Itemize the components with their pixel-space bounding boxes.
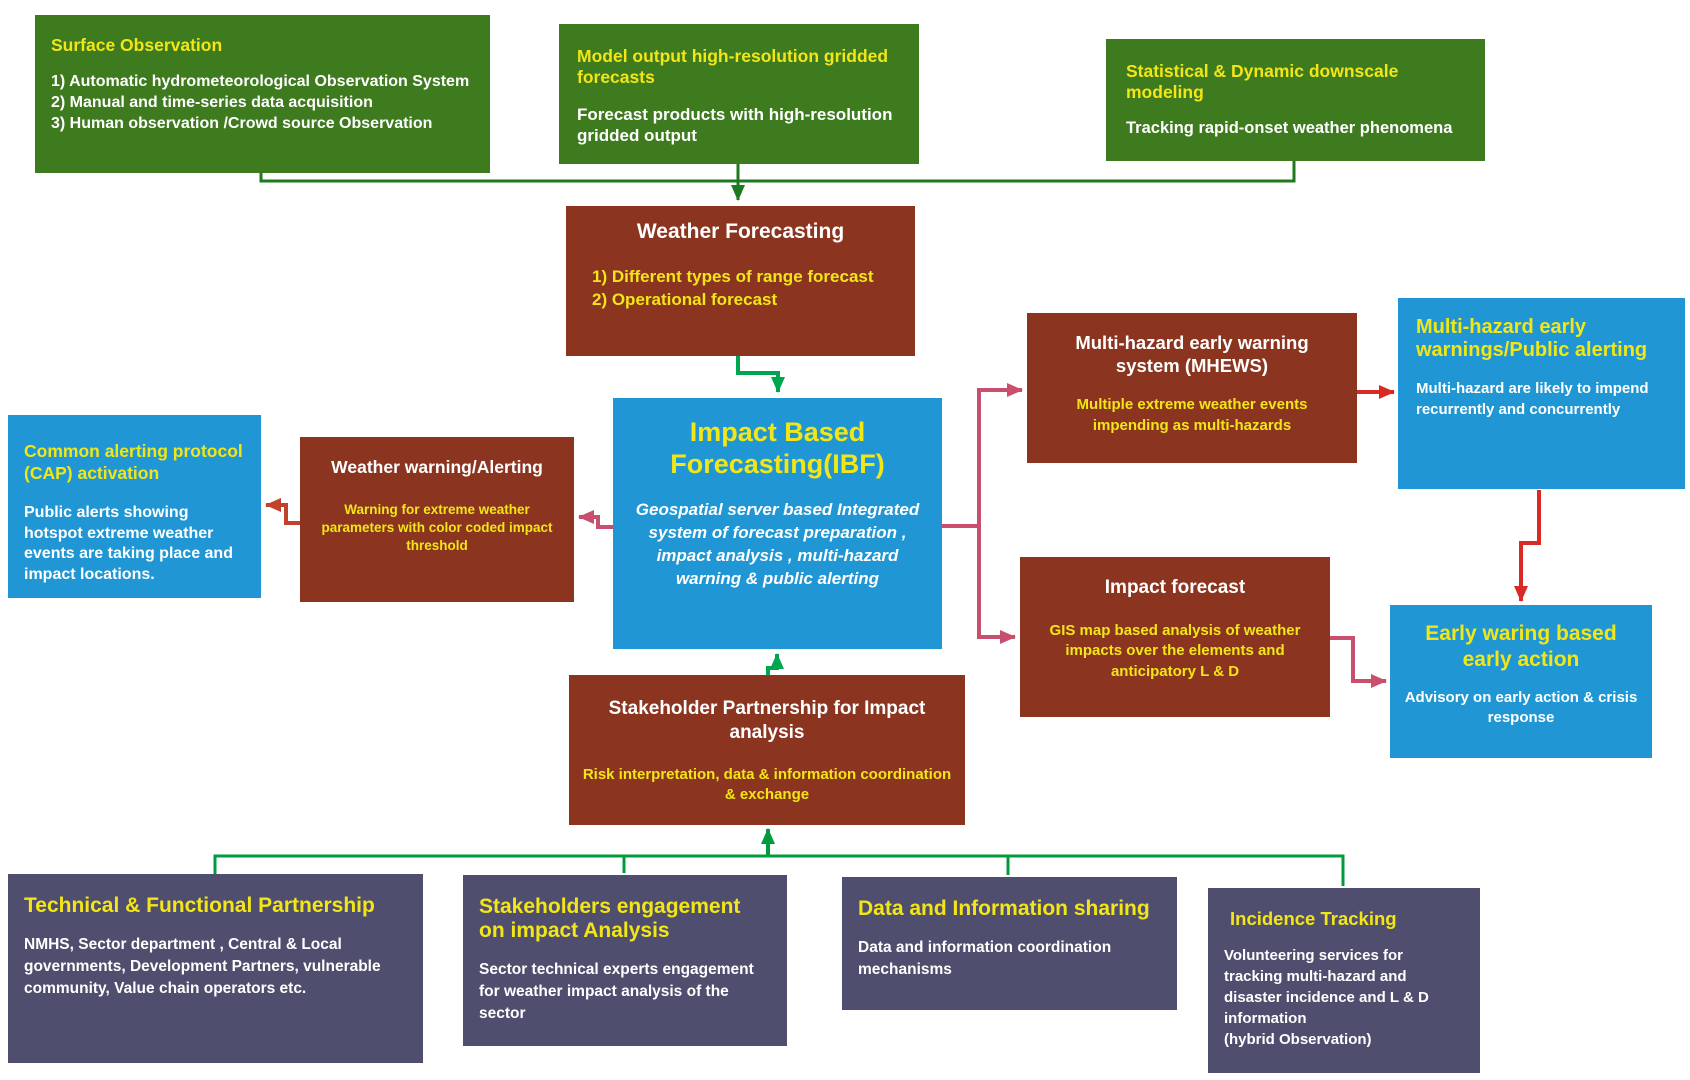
arrow-stakeholder-to-ibf bbox=[766, 653, 784, 677]
list-item: 3) Human observation /Crowd source Obser… bbox=[51, 114, 433, 132]
node-data-sharing: Data and Information sharing Data and in… bbox=[842, 877, 1177, 1010]
arrow-warning-to-cap bbox=[265, 498, 300, 525]
node-body: Geospatial server based Integrated syste… bbox=[635, 499, 920, 588]
node-weather-forecasting: Weather Forecasting 1) Different types o… bbox=[566, 206, 915, 356]
node-body: NMHS, Sector department , Central & Loca… bbox=[24, 936, 381, 997]
node-title: Impact forecast bbox=[1104, 577, 1246, 598]
arrow-alerting-to-early-action bbox=[1514, 490, 1541, 602]
node-title: Technical & Functional Partnership bbox=[24, 894, 375, 917]
node-title: Incidence Tracking bbox=[1230, 908, 1397, 929]
node-body: Sector technical experts engagement for … bbox=[479, 961, 754, 1022]
list-item: 1) Different types of range forecast bbox=[592, 267, 874, 286]
arrow-ibf-to-impact-forecast bbox=[977, 524, 1016, 644]
list-item: 1) Automatic hydrometeorological Observa… bbox=[51, 73, 470, 90]
list-item: 2) Manual and time-series data acquisiti… bbox=[51, 93, 373, 111]
node-title: Model output high-resolution gridded for… bbox=[577, 46, 889, 87]
node-body: Multi-hazard are likely to impend recurr… bbox=[1416, 380, 1649, 418]
node-stakeholder-partnership: Stakeholder Partnership for Impact analy… bbox=[569, 675, 965, 825]
node-stakeholders-engagement: Stakeholders engagement on impact Analys… bbox=[463, 875, 787, 1046]
node-body: Tracking rapid-onset weather phenomena bbox=[1126, 119, 1453, 137]
node-title: Common alerting protocol (CAP) activatio… bbox=[24, 441, 243, 483]
node-weather-warning: Weather warning/Alerting Warning for ext… bbox=[300, 437, 574, 602]
list-item: (hybrid Observation) bbox=[1224, 1031, 1372, 1049]
node-title: Data and Information sharing bbox=[858, 897, 1150, 920]
node-title: Statistical & Dynamic downscale modeling bbox=[1126, 61, 1399, 102]
list-item: Volunteering services for tracking multi… bbox=[1224, 947, 1429, 1028]
node-cap-activation: Common alerting protocol (CAP) activatio… bbox=[8, 415, 261, 598]
node-title: Weather Forecasting bbox=[636, 220, 845, 243]
node-title: Stakeholders engagement on impact Analys… bbox=[479, 895, 741, 943]
node-early-action: Early waring based early action Advisory… bbox=[1390, 605, 1652, 758]
node-statistical-downscale: Statistical & Dynamic downscale modeling… bbox=[1106, 39, 1485, 161]
list-item: 2) Operational forecast bbox=[592, 289, 778, 309]
arrow-ibf-to-warning bbox=[578, 510, 613, 529]
node-body: Public alerts showing hotspot extreme we… bbox=[24, 503, 233, 584]
node-title: Impact Based Forecasting(IBF) bbox=[670, 417, 885, 480]
node-multi-hazard-alerting: Multi-hazard early warnings/Public alert… bbox=[1398, 298, 1685, 489]
node-title: Multi-hazard early warning system (MHEWS… bbox=[1075, 332, 1309, 377]
node-surface-observation: Surface Observation 1) Automatic hydrome… bbox=[35, 15, 490, 173]
arrow-forecasting-to-ibf bbox=[736, 356, 785, 393]
node-title: Early waring based early action bbox=[1425, 622, 1617, 672]
node-body: Data and information coordination mechan… bbox=[858, 939, 1112, 978]
node-body: Warning for extreme weather parameters w… bbox=[321, 501, 553, 554]
arrow-impact-to-early-action bbox=[1330, 636, 1387, 688]
bottom-bus-line bbox=[213, 854, 1345, 886]
node-impact-forecast: Impact forecast GIS map based analysis o… bbox=[1020, 557, 1330, 717]
node-body: Advisory on early action & crisis respon… bbox=[1404, 688, 1638, 726]
node-title: Weather warning/Alerting bbox=[331, 457, 543, 477]
node-mhews: Multi-hazard early warning system (MHEWS… bbox=[1027, 313, 1357, 463]
top-bus-line bbox=[259, 161, 1296, 183]
node-model-output: Model output high-resolution gridded for… bbox=[559, 24, 919, 164]
arrow-ibf-to-mhews bbox=[977, 383, 1023, 528]
node-title: Multi-hazard early warnings/Public alert… bbox=[1416, 316, 1648, 361]
node-title: Stakeholder Partnership for Impact analy… bbox=[608, 698, 926, 743]
node-impact-based-forecasting: Impact Based Forecasting(IBF) Geospatial… bbox=[613, 398, 942, 649]
node-title: Surface Observation bbox=[51, 35, 223, 55]
node-body: GIS map based analysis of weather impact… bbox=[1049, 622, 1301, 680]
node-technical-partnership: Technical & Functional Partnership NMHS,… bbox=[8, 874, 423, 1063]
node-body: Multiple extreme weather events impendin… bbox=[1076, 396, 1308, 434]
node-body: Forecast products with high-resolution g… bbox=[577, 105, 893, 146]
node-body: Risk interpretation, data & information … bbox=[582, 765, 952, 803]
node-incidence-tracking: Incidence Tracking Volunteering services… bbox=[1208, 888, 1480, 1073]
